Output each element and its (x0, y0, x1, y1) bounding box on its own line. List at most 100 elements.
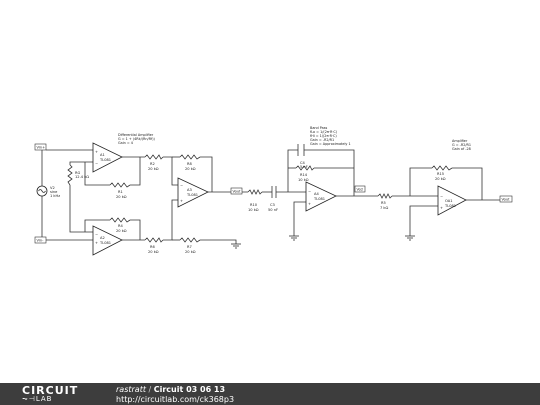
ground-symbol (289, 235, 299, 241)
resistor-r15 (431, 165, 453, 171)
logo-wordmark-top: CIRCUIT (22, 384, 79, 397)
ground-symbol (405, 235, 415, 241)
svg-text:A3: A3 (187, 188, 192, 192)
svg-text:Band Pass: Band Pass (310, 126, 328, 130)
logo-resistor-icon: ⏦⊣ (22, 395, 36, 403)
svg-text:A2: A2 (100, 236, 105, 240)
svg-text:−: − (95, 233, 98, 237)
net-labels: Vin+ Vin- Vout Vo2 Vout (34, 143, 513, 244)
annotation-diff-amp: Differential Amplifier G = 1 + (4Rk/(Rn/… (118, 133, 156, 145)
svg-text:+: + (95, 241, 98, 245)
author-link[interactable]: rastratt (116, 385, 146, 394)
svg-text:R5: R5 (381, 201, 386, 205)
ground-symbols (231, 235, 415, 249)
svg-text:−: − (440, 195, 443, 199)
svg-text:R7: R7 (187, 245, 192, 249)
resistor-r2 (144, 154, 164, 160)
svg-text:20 kΩ: 20 kΩ (116, 229, 127, 233)
net-label-vin-plus: Vin+ (34, 143, 47, 151)
svg-text:20 kΩ: 20 kΩ (148, 167, 159, 171)
svg-text:TL081: TL081 (444, 204, 456, 208)
svg-text:20 kΩ: 20 kΩ (148, 250, 159, 254)
svg-text:R8: R8 (187, 162, 192, 166)
svg-text:fHi = 1/(2π·R·C): fHi = 1/(2π·R·C) (310, 134, 337, 138)
svg-text:A4: A4 (314, 192, 319, 196)
component-labels: V2 sine 1 kHz RG 12.4 kΩ A1 TL081 A2 TL0… (50, 153, 456, 254)
svg-text:Vout: Vout (233, 190, 242, 194)
annotation-band-pass: Band Pass fLo = 1/(2π·R·C) fHi = 1/(2π·R… (310, 126, 351, 146)
svg-text:1 kHz: 1 kHz (50, 194, 60, 198)
circuit-url-link[interactable]: http://circuitlab.com/ck368p3 (116, 395, 235, 404)
svg-text:Gain of -28: Gain of -28 (452, 147, 471, 151)
capacitor-c4 (297, 144, 305, 156)
svg-text:+: + (180, 199, 183, 203)
svg-text:fLo = 1/(2π·R·C): fLo = 1/(2π·R·C) (310, 130, 338, 134)
schematic-canvas: +− −+ −+ −+ −+ Vin+ Vin- Vout Vo2 Vout V… (34, 126, 513, 256)
svg-text:TL081: TL081 (313, 197, 325, 201)
resistor-rg (67, 164, 73, 186)
svg-text:20 kΩ: 20 kΩ (185, 250, 196, 254)
svg-text:12.4 kΩ: 12.4 kΩ (75, 175, 89, 179)
svg-text:R10: R10 (250, 203, 258, 207)
net-label-vout: Vout (230, 187, 243, 195)
svg-text:−: − (95, 162, 98, 166)
annotation-amplifier: Amplifier G = -R2/R1 Gain of -28 (452, 139, 471, 151)
svg-text:Vout: Vout (502, 198, 511, 202)
svg-text:−: − (180, 184, 183, 188)
capacitors (271, 144, 305, 198)
svg-text:RG: RG (75, 171, 80, 175)
circuit-byline: rastratt / Circuit 03 06 13 (116, 385, 225, 394)
svg-text:+: + (440, 206, 443, 210)
resistor-r7 (179, 237, 201, 243)
wires (41, 149, 500, 244)
svg-text:Vo2: Vo2 (357, 188, 364, 192)
svg-text:Gain = 4: Gain = 4 (118, 141, 133, 145)
svg-text:G = 1 + (4Rk/(Rn/Rf)): G = 1 + (4Rk/(Rn/Rf)) (118, 137, 156, 141)
resistor-r1 (109, 182, 131, 188)
svg-text:10 kΩ: 10 kΩ (298, 178, 309, 182)
opamps: +− −+ −+ −+ −+ (92, 142, 467, 256)
svg-text:R15: R15 (437, 172, 444, 176)
svg-text:Vin-: Vin- (37, 239, 45, 243)
resistor-r6 (144, 237, 164, 243)
net-label-vin-minus: Vin- (34, 236, 47, 244)
svg-text:R6: R6 (150, 245, 155, 249)
svg-text:50 nF: 50 nF (268, 208, 278, 212)
svg-text:+: + (95, 150, 98, 154)
opamp-oa1: −+ (437, 185, 467, 216)
svg-text:TL081: TL081 (99, 241, 111, 245)
resistor-r5 (377, 193, 393, 199)
svg-text:R4: R4 (118, 224, 123, 228)
svg-text:R2: R2 (150, 162, 155, 166)
svg-text:Vin+: Vin+ (37, 146, 46, 150)
svg-text:R1: R1 (118, 190, 123, 194)
svg-text:10 kΩ: 10 kΩ (248, 208, 259, 212)
circuitlab-logo[interactable]: CIRCUIT ⏦⊣LAB (22, 385, 92, 403)
capacitor-c3 (271, 186, 277, 198)
opamp-a3: −+ (177, 177, 209, 208)
ground-symbol (231, 243, 241, 249)
svg-text:V2: V2 (50, 186, 55, 190)
svg-text:C3: C3 (270, 203, 275, 207)
byline-separator: / (145, 385, 154, 394)
svg-text:−: − (308, 190, 311, 194)
svg-text:7 kΩ: 7 kΩ (380, 206, 389, 210)
net-label-vo2: Vo2 (354, 185, 366, 193)
resistor-r14 (295, 165, 315, 171)
voltage-source-v2 (36, 182, 48, 200)
svg-text:20 kΩ: 20 kΩ (435, 177, 446, 181)
svg-text:5 nF: 5 nF (300, 165, 308, 169)
resistor-r10 (247, 189, 263, 195)
opamp-a4: −+ (305, 181, 337, 212)
schematic: +− −+ −+ −+ −+ Vin+ Vin- Vout Vo2 Vout V… (34, 126, 513, 256)
circuit-title: Circuit 03 06 13 (153, 385, 226, 394)
svg-text:Differential Amplifier: Differential Amplifier (118, 133, 154, 137)
svg-text:Amplifier: Amplifier (452, 139, 468, 143)
resistors (67, 154, 453, 243)
svg-text:A1: A1 (100, 153, 105, 157)
opamp-a2: −+ (92, 225, 123, 256)
net-label-vout-final: Vout (499, 195, 513, 203)
footer-bar: CIRCUIT ⏦⊣LAB rastratt / Circuit 03 06 1… (0, 383, 540, 405)
resistor-r4 (109, 217, 131, 223)
resistor-r8 (179, 154, 201, 160)
